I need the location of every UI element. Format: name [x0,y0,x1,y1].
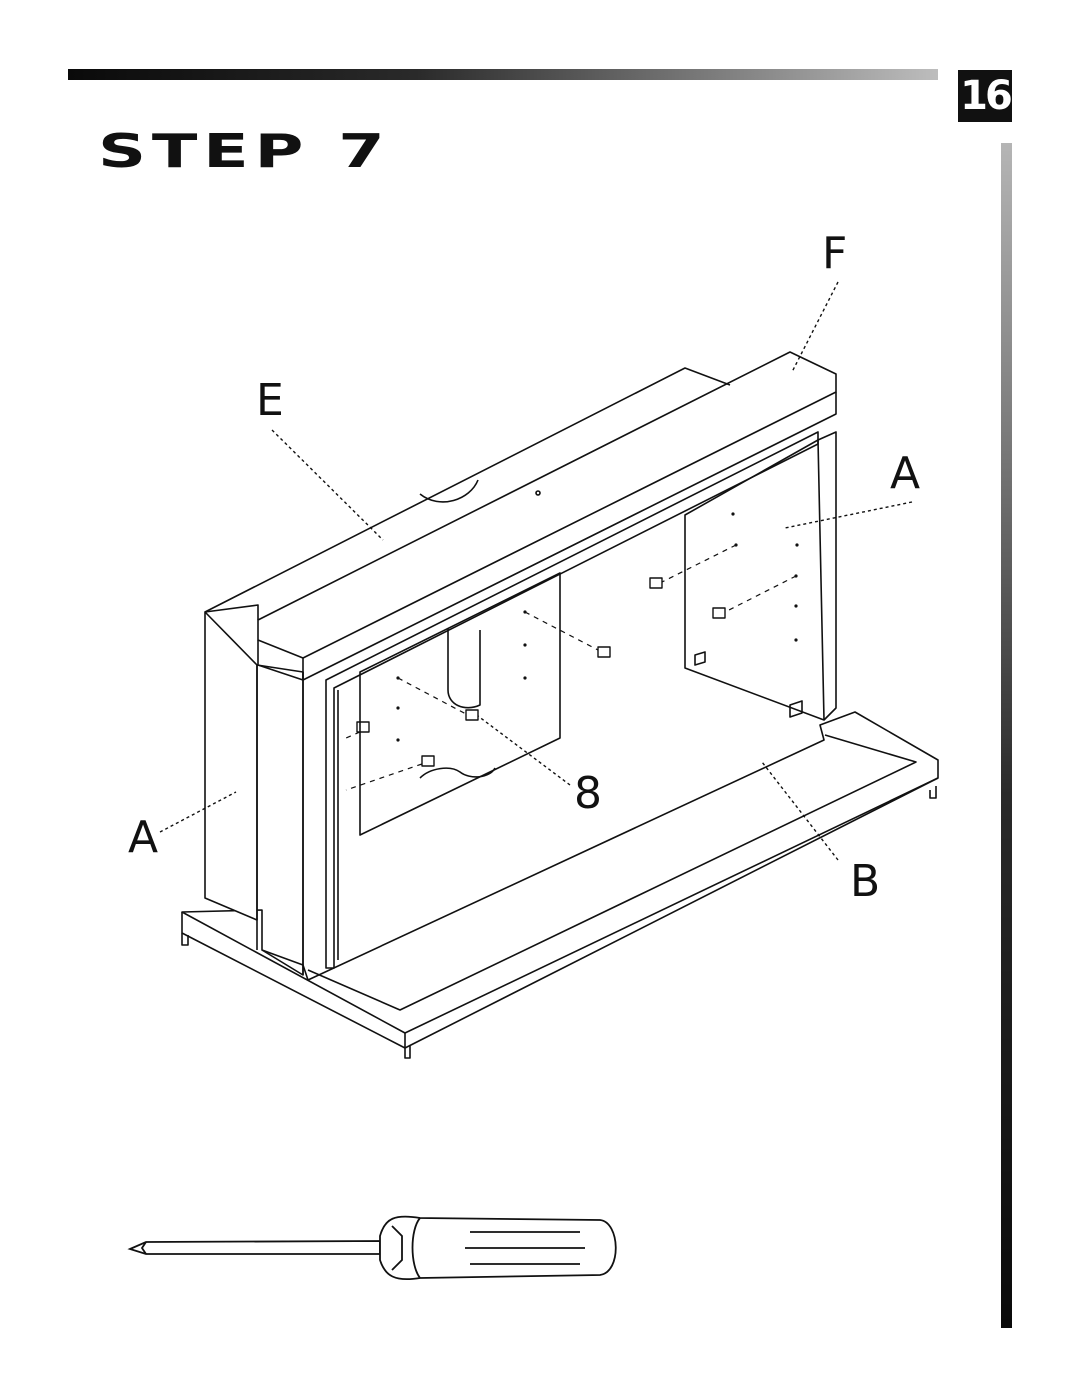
callout-e: E [256,375,284,426]
callout-hardware-8: 8 [574,768,602,819]
callout-a-right: A [890,448,920,499]
side-rule [1001,143,1012,1328]
step-title: STEP 7 [98,124,391,178]
phillips-screwdriver-icon [127,1215,617,1281]
side-panel-a-left [204,611,258,921]
back-panel-e [204,367,731,613]
base-panel-b [181,711,939,1034]
side-panel-a-right [684,439,825,721]
callout-f: F [822,228,847,279]
callout-b: B [850,856,880,907]
page-number: 16 [958,70,1013,122]
callout-a-left: A [128,812,158,863]
header-rule [68,69,938,80]
